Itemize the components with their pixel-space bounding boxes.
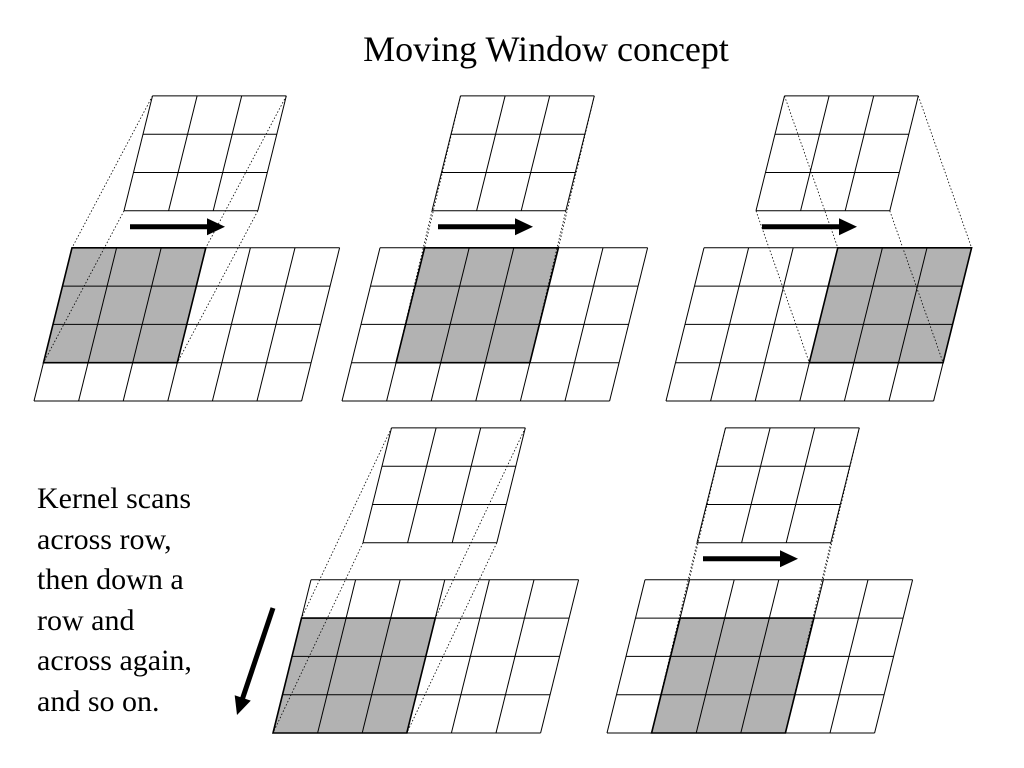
image-grid-vline bbox=[665, 247, 705, 402]
image-grid-vline bbox=[564, 247, 604, 402]
caption-line: Kernel scans bbox=[37, 482, 192, 515]
image-grid-vline bbox=[740, 579, 780, 734]
projection-line bbox=[679, 427, 726, 619]
image-grid-vline bbox=[78, 247, 118, 402]
projection-line bbox=[651, 542, 698, 734]
kernel-grid bbox=[755, 95, 919, 212]
image-grid-vline bbox=[495, 579, 535, 734]
image-grid-vline bbox=[450, 579, 490, 734]
kernel-grid-vline bbox=[431, 95, 461, 211]
scan-arrow-head bbox=[234, 695, 251, 715]
projection-line bbox=[785, 542, 832, 734]
image-grid-vline bbox=[361, 579, 401, 734]
moving-window bbox=[651, 618, 814, 733]
image-grid-vline bbox=[754, 247, 794, 402]
moving-window-outline bbox=[808, 247, 973, 364]
image-grid-vline bbox=[301, 247, 341, 402]
image-grid-vline bbox=[256, 247, 296, 402]
slide-title: Moving Window concept bbox=[363, 29, 729, 69]
projection-line bbox=[301, 427, 392, 619]
projection-line bbox=[176, 210, 259, 363]
kernel-grid-vline bbox=[451, 427, 482, 543]
kernel-grid-vline bbox=[844, 95, 875, 211]
image-grid-vline bbox=[122, 247, 162, 402]
image-grid-vline bbox=[540, 579, 580, 734]
step-panel bbox=[33, 95, 341, 402]
scan-arrow-head bbox=[839, 218, 857, 236]
image-grid-vline bbox=[341, 247, 381, 402]
kernel-grid-vline bbox=[212, 95, 243, 211]
projection-line bbox=[917, 95, 972, 248]
projection-line bbox=[529, 210, 567, 363]
caption: Kernel scans across row, then down a row… bbox=[37, 479, 252, 722]
projection-line bbox=[813, 427, 860, 619]
kernel-grid bbox=[362, 427, 526, 544]
projection-line bbox=[406, 542, 498, 734]
kernel-grid-vline bbox=[696, 427, 726, 543]
scan-arrow-head bbox=[515, 218, 533, 236]
projection-line bbox=[71, 95, 153, 248]
kernel-grid-vline bbox=[520, 95, 551, 211]
caption-line: across row, bbox=[37, 522, 172, 556]
projection-line bbox=[424, 95, 461, 248]
caption-line: row and bbox=[37, 603, 135, 637]
kernel-grid-vline bbox=[755, 95, 785, 211]
projection-line bbox=[395, 210, 433, 363]
moving-window bbox=[273, 618, 436, 733]
kernel-grid-vline bbox=[496, 427, 526, 543]
image-grid-vline bbox=[430, 247, 470, 402]
kernel-grid-vline bbox=[123, 95, 153, 211]
image-grid-vline bbox=[888, 247, 928, 402]
image-grid-vline bbox=[609, 247, 649, 402]
image-grid-vline bbox=[829, 579, 869, 734]
projection-line bbox=[889, 210, 944, 363]
moving-window bbox=[809, 247, 972, 363]
projection-line bbox=[272, 542, 364, 734]
caption-line: then down a bbox=[37, 563, 184, 596]
projection-line bbox=[434, 427, 526, 619]
step-panel bbox=[665, 95, 973, 402]
kernel-grid-vline bbox=[407, 427, 437, 543]
moving-window-outline bbox=[42, 247, 207, 364]
step-panel bbox=[341, 95, 649, 402]
step-panel bbox=[606, 427, 914, 734]
image-grid-vline bbox=[317, 579, 357, 734]
kernel-grid-vline bbox=[889, 95, 919, 211]
kernel-grid-vline bbox=[257, 95, 287, 211]
caption-line: across again, bbox=[37, 644, 192, 677]
projection-line bbox=[784, 95, 839, 248]
scan-arrow-shaft bbox=[239, 607, 276, 701]
step-panel bbox=[234, 427, 580, 734]
projection-line bbox=[755, 210, 810, 363]
scan-arrow-head bbox=[207, 218, 225, 236]
kernel-grid-vline bbox=[741, 427, 771, 543]
kernel-grid bbox=[123, 95, 287, 212]
kernel-grid-vline bbox=[168, 95, 198, 211]
moving-window bbox=[396, 247, 559, 363]
kernel-grid-vline bbox=[362, 427, 392, 543]
image-grid-vline bbox=[211, 247, 251, 402]
projection-line bbox=[558, 95, 595, 248]
projection-line bbox=[205, 95, 287, 248]
projection-line bbox=[43, 210, 125, 363]
image-grid-vline bbox=[695, 579, 735, 734]
image-grid-vline bbox=[606, 579, 646, 734]
moving-window bbox=[43, 247, 206, 363]
kernel-grid-vline bbox=[565, 95, 595, 211]
kernel-grid-vline bbox=[830, 427, 860, 543]
kernel-grid-vline bbox=[800, 95, 830, 211]
image-grid-vline bbox=[710, 247, 750, 402]
moving-window-outline bbox=[650, 617, 815, 734]
moving-window-outline bbox=[395, 247, 560, 364]
image-grid-vline bbox=[475, 247, 515, 402]
kernel-grid bbox=[696, 427, 860, 544]
caption-line: and so on. bbox=[37, 684, 160, 718]
image-grid-vline bbox=[843, 247, 883, 402]
kernel-grid-vline bbox=[476, 95, 506, 211]
kernel-grid-vline bbox=[785, 427, 816, 543]
kernel-grid bbox=[431, 95, 595, 212]
scan-arrow-head bbox=[780, 550, 798, 568]
image-grid-vline bbox=[874, 579, 914, 734]
